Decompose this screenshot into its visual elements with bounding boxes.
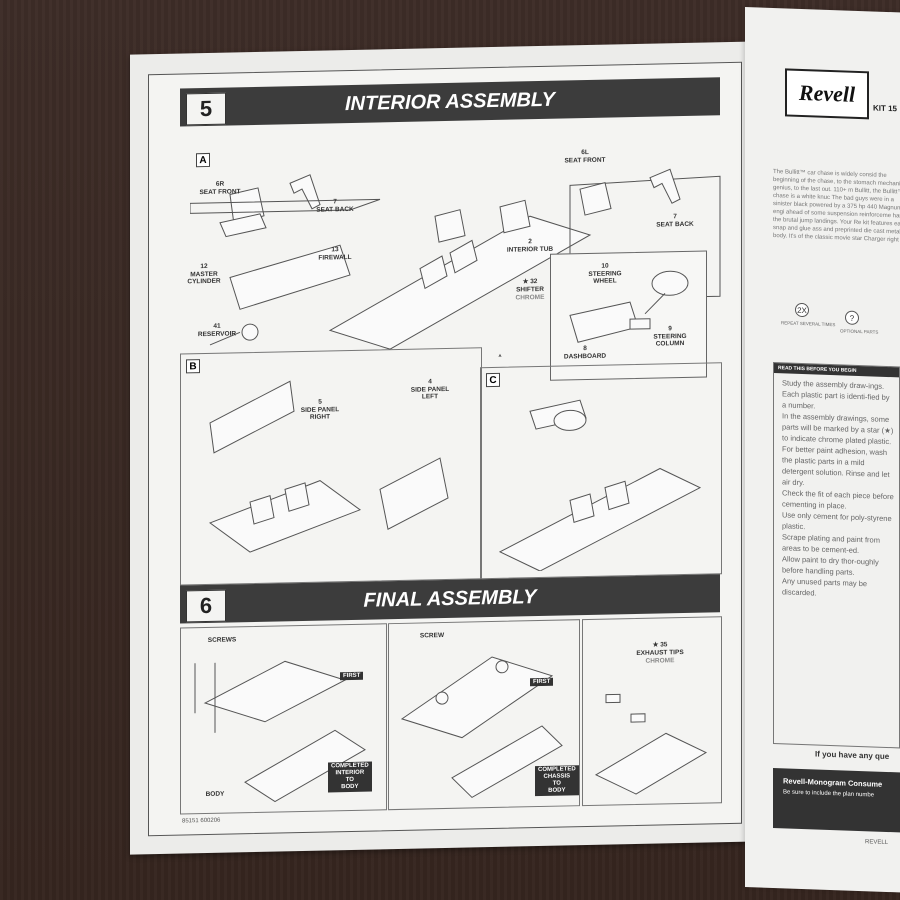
read-item: Any unused parts may be discarded. [782,576,868,598]
tag-completed-chassis: COMPLETED CHASSIS TO BODY [535,765,579,797]
label-shifter: ★ 32 SHIFTER [516,278,544,294]
footer-brand: REVELL [865,839,889,847]
step5-title: INTERIOR ASSEMBLY [344,88,555,115]
consumer-sub: Be sure to include the plan numbe [783,789,875,799]
step6-title: FINAL ASSEMBLY [363,585,537,612]
repeat-icon: 2X [795,302,809,318]
label-seat-front-right: 6L SEAT FRONT [564,148,606,164]
read-item: In the assembly drawings, some parts wil… [782,411,894,447]
consumer-title: Revell-Monogram Consume [783,776,883,789]
final-drawing-2 [400,656,563,799]
label-exhaust-chrome: CHROME [645,657,675,665]
intro-text: The Bullitt™ car chase is widely consid … [773,169,900,244]
label-interior-tub: 2 INTERIOR TUB [506,238,554,254]
label-shifter-chrome: CHROME [515,293,545,302]
tag-first-2: FIRST [530,677,554,687]
step5-number: 5 [186,92,226,126]
question-text: If you have any que [815,749,890,762]
consumer-box: Revell-Monogram Consume Be sure to inclu… [773,768,900,834]
step6-number: 6 [186,589,226,623]
optional-caption: OPTIONAL PARTS [840,328,879,335]
kit-number: KIT 15 [873,103,898,114]
label-firewall: 13 FIREWALL [318,246,352,262]
label-screws: SCREWS [207,636,237,644]
read-list: Study the assembly draw-ings. Each plast… [774,373,899,601]
instruction-sheet-left: INTERIOR ASSEMBLY 5 A [130,41,760,855]
label-dashboard: 8 DASHBOARD [563,345,607,361]
steering-drawing [569,270,689,343]
label-seat-front-left: 6R SEAT FRONT [199,180,241,196]
label-master-cylinder: 12 MASTER CYLINDER [187,262,221,286]
panel-c-drawing [498,399,702,572]
label-seat-back-right: 7 SEAT BACK [656,213,694,229]
label-seat-back-left: 7 SEAT BACK [316,198,354,214]
label-exhaust-tips: ★ 35 EXHAUST TIPS [636,641,684,657]
panel-b-drawing [208,380,449,553]
label-side-panel-right: 5 SIDE PANEL RIGHT [300,398,340,421]
optional-icon: ? [845,310,859,326]
document-id: 85151 600206 [182,817,221,825]
label-reservoir: 41 RESERVOIR [197,322,237,338]
instruction-sheet-right: Revell KIT 15 The Bullitt™ car chase is … [745,7,900,893]
label-steering-column: 9 STEERING COLUMN [653,325,687,348]
tag-completed-interior: COMPLETED INTERIOR TO BODY [328,761,372,793]
tag-first-1: FIRST [340,671,364,681]
final-drawing-1 [194,660,366,803]
panel-a-drawing [190,168,721,364]
final-drawing-3 [594,693,708,795]
label-steering-wheel: 10 STEERING WHEEL [588,262,622,285]
label-side-panel-left: 4 SIDE PANEL LEFT [410,378,450,401]
read-item: For better paint adhesion, wash the plas… [782,444,890,488]
label-screw: SCREW [419,632,445,640]
label-body: BODY [205,790,225,799]
read-before-begin-box: READ THIS BEFORE YOU BEGIN Study the ass… [773,362,900,749]
revell-logo: Revell [785,68,869,120]
repeat-caption: REPEAT SEVERAL TIMES [781,320,836,328]
